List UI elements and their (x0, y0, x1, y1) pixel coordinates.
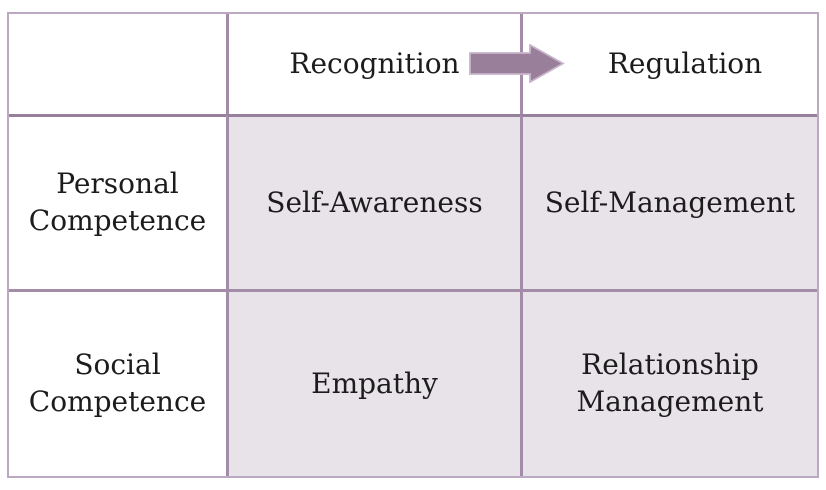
cell-self-management: Self-Management (520, 114, 817, 289)
column-header-recognition: Recognition (226, 14, 520, 114)
relationship-management-label: Relationship Management (576, 348, 764, 418)
social-competence-label: Social Competence (28, 348, 207, 418)
cell-self-awareness: Self-Awareness (226, 114, 520, 289)
self-awareness-label: Self-Awareness (266, 185, 483, 219)
row-header-personal-competence: Personal Competence (9, 114, 226, 289)
cell-empathy: Empathy (226, 289, 520, 476)
recognition-label: Recognition (289, 46, 460, 80)
regulation-label: Regulation (607, 46, 763, 80)
corner-cell (9, 14, 226, 114)
row-header-social-competence: Social Competence (9, 289, 226, 476)
self-management-label: Self-Management (544, 185, 796, 219)
empathy-label: Empathy (311, 366, 438, 400)
cell-relationship-management: Relationship Management (520, 289, 817, 476)
personal-competence-label: Personal Competence (28, 167, 207, 237)
column-header-regulation: Regulation (520, 14, 817, 114)
competence-matrix: Recognition Regulation Personal Competen… (7, 12, 819, 478)
